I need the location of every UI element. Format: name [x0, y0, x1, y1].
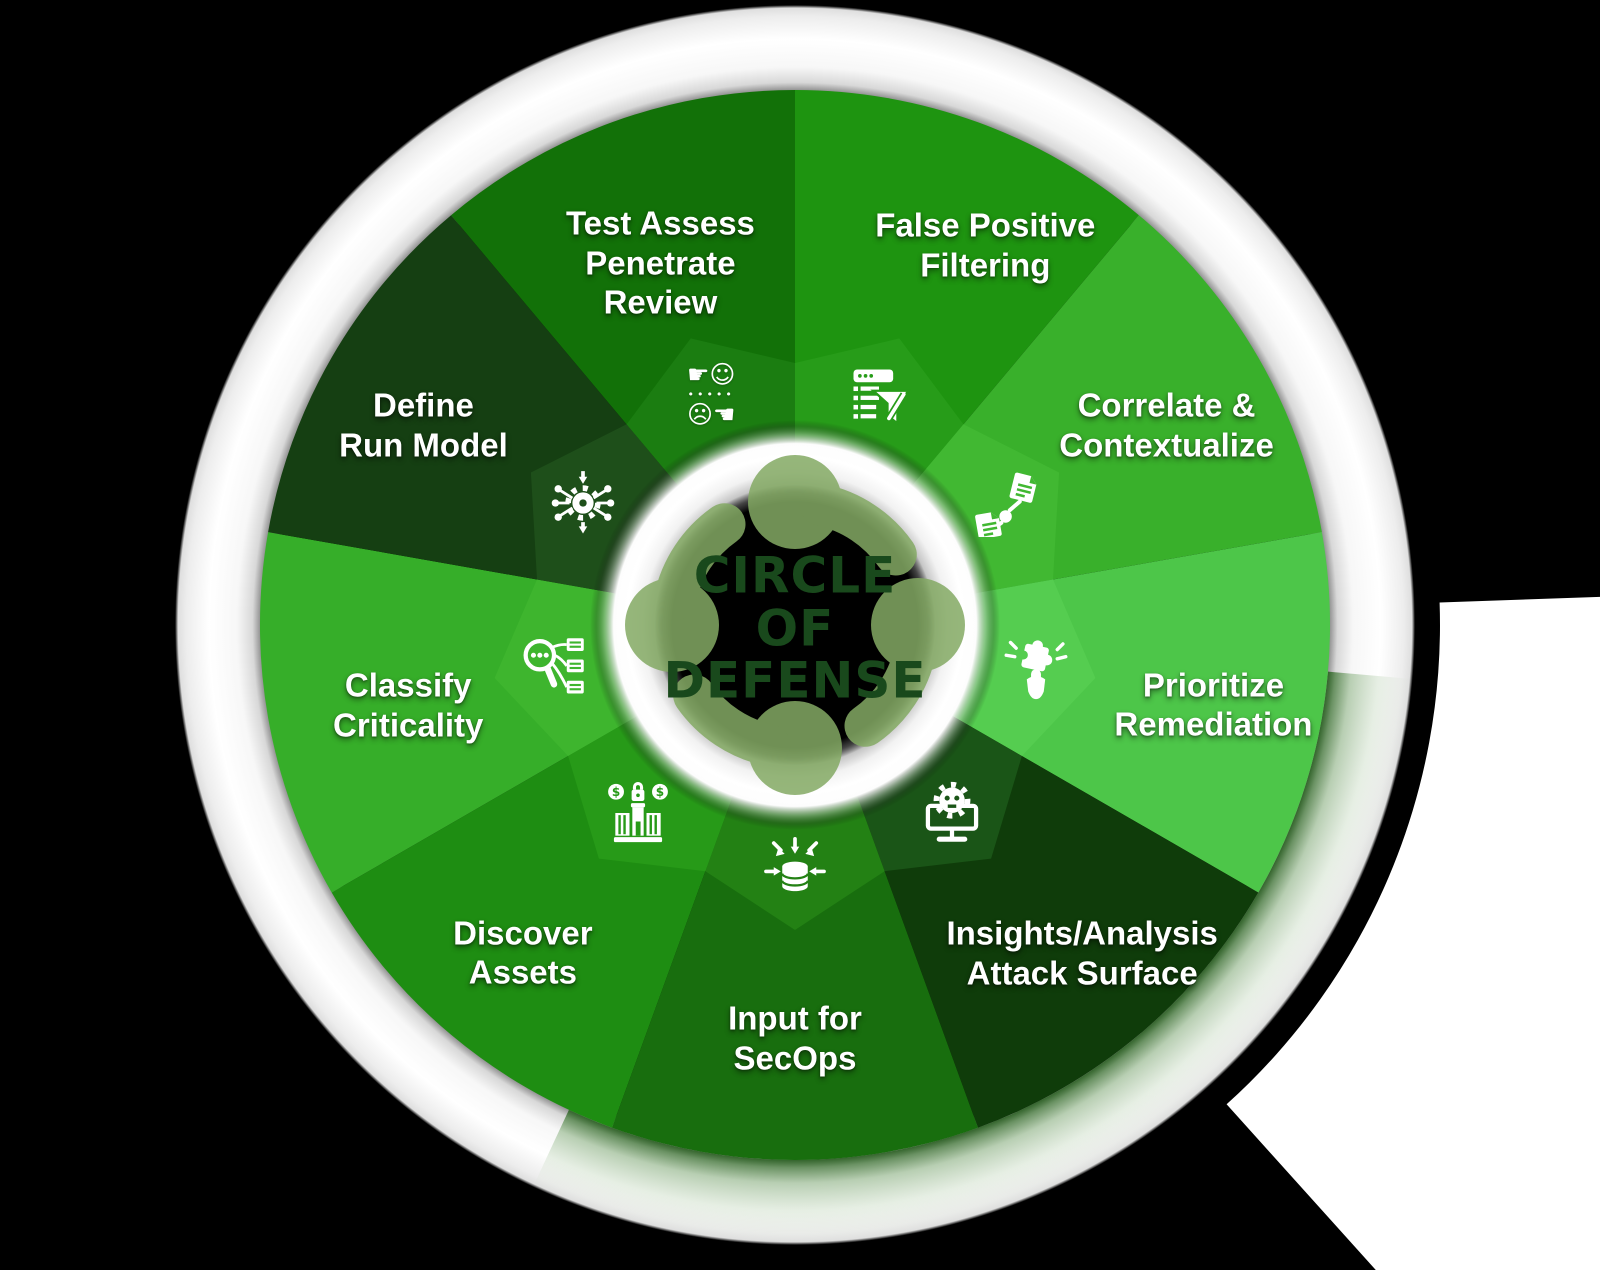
center-white-ring — [590, 420, 1000, 830]
bottom-right-white-backdrop — [1226, 596, 1600, 1270]
center-leaf-blobs — [625, 455, 965, 795]
ring-green-tint — [533, 671, 1411, 1243]
